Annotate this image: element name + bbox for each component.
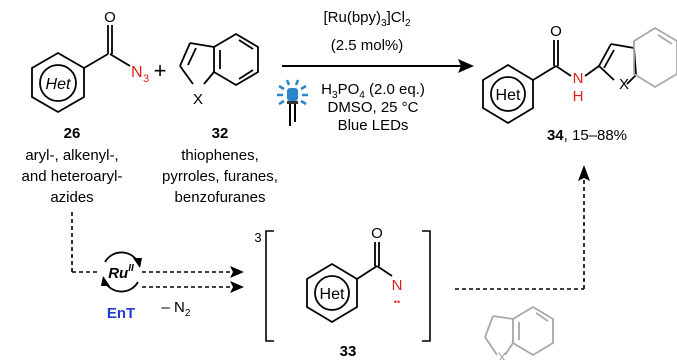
compound-32-desc-2: pyrroles, furanes,: [162, 168, 278, 185]
het-ring-26-circle: [39, 64, 77, 102]
het-label-33: Het: [320, 286, 345, 303]
x-atom-reagent: X: [497, 349, 507, 360]
benzo-ring-34: [633, 26, 677, 89]
ru-cycle-arrowhead-top: [133, 258, 142, 268]
mechanism-arrowhead-1: [230, 266, 244, 278]
blue-led-icon: [277, 79, 308, 126]
plus-sign: +: [154, 58, 167, 83]
het-ring-33-circle: [314, 275, 350, 311]
het-label-34: Het: [496, 87, 521, 104]
het-label-26: Het: [46, 76, 71, 93]
het-ring-34-circle: [490, 76, 526, 112]
compound-32-desc-3: benzofuranes: [175, 189, 266, 206]
ru-label: RuII: [108, 263, 134, 282]
reagent-heterocycle-grey: [484, 305, 554, 357]
compound-32-desc-1: thiophenes,: [181, 147, 259, 164]
azide-n-subscript: 3: [143, 73, 149, 85]
compound-26-desc-2: and heteroaryl-: [22, 168, 123, 185]
ent-label: EnT: [107, 305, 135, 322]
ru-cycle-arrowhead-bottom: [101, 276, 110, 286]
compound-26-desc-3: azides: [50, 189, 93, 206]
o-atom-34: O: [550, 23, 562, 40]
bracket-right: [422, 230, 431, 342]
compound-34-caption: 34, 15–88%: [547, 127, 627, 144]
triplet-superscript: 3: [254, 230, 261, 245]
reaction-arrowhead: [458, 59, 474, 73]
compound-26-structure: [31, 25, 131, 114]
condition-solvent: DMSO, 25 °C: [327, 99, 418, 116]
o-atom-26: O: [104, 9, 116, 26]
o-atom-33: O: [371, 225, 383, 242]
bracket-left: [265, 230, 274, 342]
condition-loading: (2.5 mol%): [331, 37, 404, 54]
compound-32-number: 32: [212, 125, 229, 142]
x-atom-34: X: [619, 76, 629, 93]
x-atom-32: X: [193, 91, 203, 108]
compound-26-number: 26: [64, 125, 81, 142]
condition-light: Blue LEDs: [338, 117, 409, 134]
nitrene-n-atom: N: [392, 277, 403, 294]
compound-26-desc-1: aryl-, alkenyl-,: [25, 147, 118, 164]
compound-33-number: 33: [340, 343, 357, 360]
compound-33-structure: [306, 242, 393, 324]
nitrene-electrons: ••: [394, 297, 400, 307]
minus-n2-label: – N2: [162, 299, 191, 319]
n-atom-34: N: [573, 70, 584, 87]
mechanism-arrowhead-up: [578, 165, 590, 181]
compound-32-structure: [179, 32, 259, 87]
compound-34-structure: [482, 40, 637, 125]
mechanism-pathway: [71, 178, 585, 290]
azide-n-label: N: [131, 64, 143, 81]
condition-catalyst: [Ru(bpy)3]Cl2: [324, 9, 411, 29]
h-atom-34: H: [573, 88, 584, 105]
condition-acid: H3PO4 (2.0 eq.): [321, 81, 425, 101]
mechanism-arrowhead-2: [230, 281, 244, 293]
